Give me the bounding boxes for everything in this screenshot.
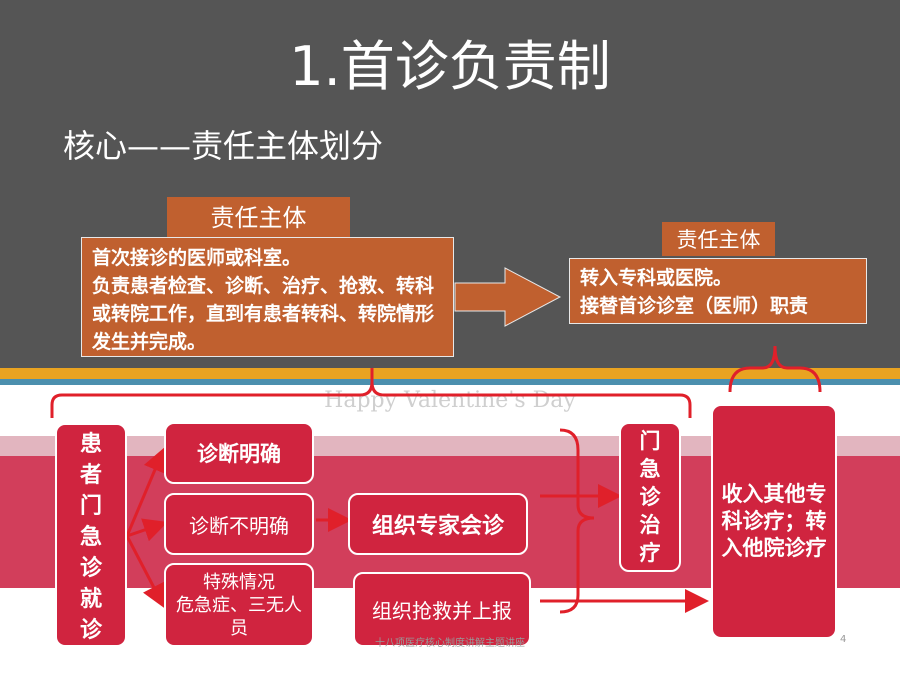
arrow-to-diagnosis-clear: [125, 447, 167, 537]
slide-title: 1.首诊负责制: [289, 35, 611, 98]
arrow-to-special: [125, 535, 165, 609]
transfer-text: 收入其他专科诊疗；转入他院诊疗: [721, 482, 827, 560]
patient-visit-text: 患者门急诊就诊: [79, 431, 102, 643]
rescue-report-box: 组织抢救并上报: [353, 572, 531, 647]
rescue-report-text: 组织抢救并上报: [372, 599, 512, 623]
slide-subtitle: 核心——责任主体划分: [63, 127, 384, 165]
right-brace-icon: [728, 345, 822, 393]
blue-stripe: [0, 379, 900, 385]
big-arrow-right-icon: [454, 267, 562, 327]
transfer-box: 收入其他专科诊疗；转入他院诊疗: [711, 404, 837, 639]
diagnosis-unclear-text: 诊断不明确: [189, 513, 289, 538]
expert-consult-box: 组织专家会诊: [348, 493, 528, 555]
patient-visit-box: 患者门急诊就诊: [55, 423, 127, 647]
diagnosis-clear-text: 诊断明确: [197, 442, 281, 466]
clinic-treatment-text: 门急诊治疗: [639, 429, 661, 565]
receiving-department-text: 转入专科或医院。 接替首诊诊室（医师）职责: [580, 267, 809, 317]
left-brace-icon: [50, 368, 692, 418]
clinic-treatment-box: 门急诊治疗: [619, 422, 681, 572]
clinic-brace-icon: [559, 428, 595, 614]
special-case-text: 特殊情况 危急症、三无人员: [176, 571, 302, 639]
gold-stripe: [0, 368, 900, 379]
arrow-to-diagnosis-unclear: [126, 518, 168, 542]
first-doctor-box: 首次接诊的医师或科室。 负责患者检查、诊断、治疗、抢救、转科或转院工作，直到有患…: [81, 237, 454, 357]
page-number: 4: [840, 634, 847, 645]
diagnosis-clear-box: 诊断明确: [164, 422, 314, 484]
slide-footer: 十八项医疗核心制度讲解主题讲座: [375, 638, 525, 649]
responsibility-tag-right: 责任主体: [662, 222, 775, 256]
special-case-box: 特殊情况 危急症、三无人员: [164, 563, 314, 647]
first-doctor-text: 首次接诊的医师或科室。 负责患者检查、诊断、治疗、抢救、转科或转院工作，直到有患…: [92, 247, 435, 353]
responsibility-tag-left: 责任主体: [167, 197, 350, 239]
expert-consult-text: 组织专家会诊: [371, 514, 504, 539]
diagnosis-unclear-box: 诊断不明确: [164, 493, 314, 555]
receiving-department-box: 转入专科或医院。 接替首诊诊室（医师）职责: [569, 258, 867, 324]
